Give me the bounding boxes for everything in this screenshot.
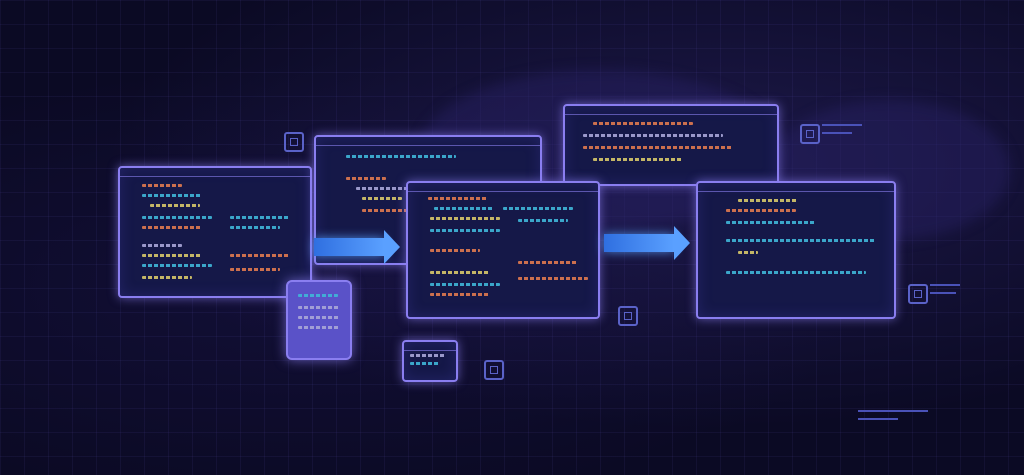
decor-line	[822, 124, 862, 126]
code-window	[696, 181, 896, 319]
decor-line	[822, 132, 852, 134]
flow-arrow-icon	[604, 226, 690, 260]
mini-window	[402, 340, 458, 382]
decor-line	[930, 292, 956, 294]
code-window	[118, 166, 312, 298]
code-window	[563, 104, 779, 186]
decor-line	[930, 284, 960, 286]
code-window	[406, 181, 600, 319]
chip-icon	[284, 132, 304, 152]
decor-line	[858, 418, 898, 420]
chip-icon	[484, 360, 504, 380]
chip-icon	[618, 306, 638, 326]
document-card	[286, 280, 352, 360]
flow-arrow-icon	[314, 230, 400, 264]
chip-icon	[908, 284, 928, 304]
chip-icon	[800, 124, 820, 144]
decor-line	[858, 410, 928, 412]
